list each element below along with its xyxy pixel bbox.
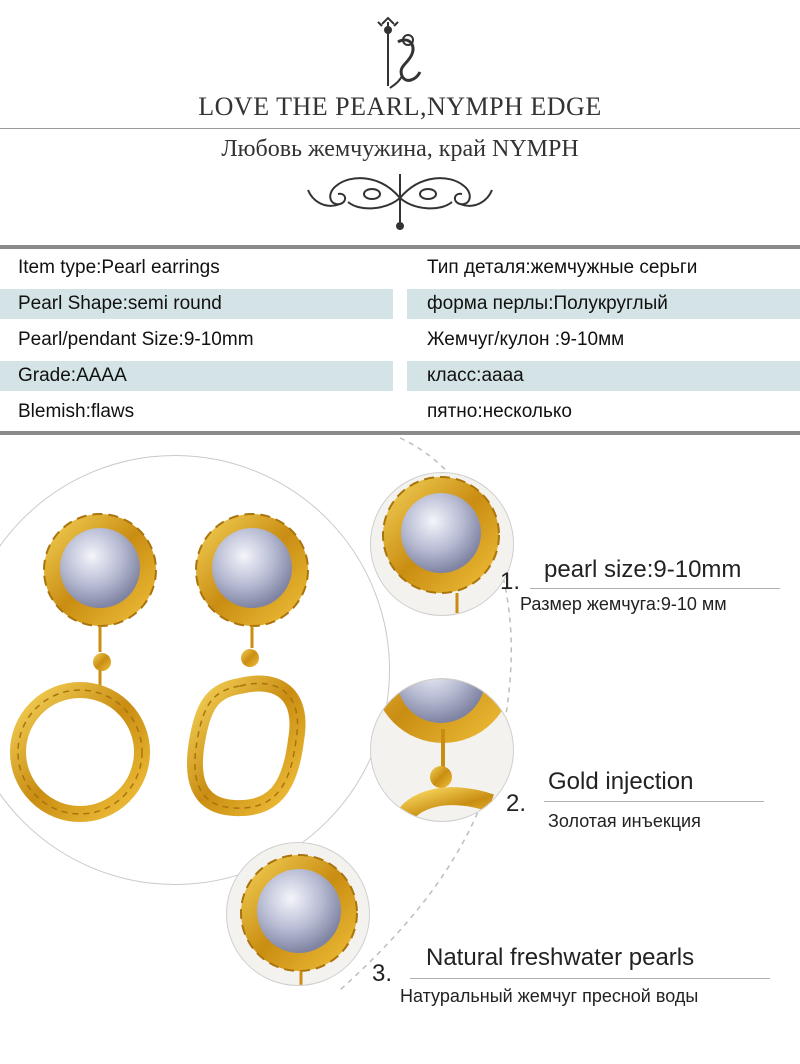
spec-table-top-rule xyxy=(0,245,800,249)
feature-divider xyxy=(544,801,764,802)
gold-closeup-icon xyxy=(373,679,513,821)
spec-cell-en: Grade:AAAA xyxy=(0,361,393,391)
feature-title: Natural freshwater pearls xyxy=(426,944,695,971)
spec-table-bottom-rule xyxy=(0,431,800,435)
detail-circle-gold xyxy=(370,678,514,822)
spec-row: Blemish:flaws пятно:несколько xyxy=(0,393,800,423)
pearl-closeup-icon xyxy=(382,476,500,613)
spec-row: Pearl/pendant Size:9-10mm Жемчуг/кулон :… xyxy=(0,321,800,351)
feature-subtitle: Натуральный жемчуг пресной воды xyxy=(400,986,699,1006)
header-divider xyxy=(0,128,800,129)
freshwater-pearl-icon xyxy=(240,854,358,985)
detail-circle-freshwater xyxy=(226,842,370,986)
detail-circle-pearl xyxy=(370,472,514,616)
feature-number: 3. xyxy=(372,960,393,987)
feature-divider xyxy=(530,588,780,589)
feature-subtitle: Размер жемчуга:9-10 мм xyxy=(520,594,727,614)
feature-title: pearl size:9-10mm xyxy=(544,556,742,583)
feature-number: 1. xyxy=(500,568,521,595)
feature-title: Gold injection xyxy=(548,768,694,795)
spec-cell-en: Pearl Shape:semi round xyxy=(0,289,393,319)
brand-title-ru: Любовь жемчужина, край NYMPH xyxy=(221,136,579,162)
spec-cell-ru: Тип деталя:жемчужные серьги xyxy=(427,257,698,278)
feature-divider xyxy=(410,978,770,979)
pearl-earrings-image xyxy=(10,513,309,822)
feature-subtitle: Золотая инъекция xyxy=(548,811,701,831)
mermaid-logo-icon xyxy=(377,16,422,89)
spec-row: Grade:AAAA класс:аааа xyxy=(0,357,800,391)
spec-cell-en: Item type:Pearl earrings xyxy=(18,257,220,278)
spec-cell-ru: пятно:несколько xyxy=(427,401,572,422)
spec-cell-en: Pearl/pendant Size:9-10mm xyxy=(18,329,254,350)
spec-cell-ru: класс:аааа xyxy=(407,361,800,391)
spec-row: Item type:Pearl earrings Тип деталя:жемч… xyxy=(0,249,800,279)
brand-title-en: LOVE THE PEARL,NYMPH EDGE xyxy=(198,92,602,121)
spec-cell-ru: форма перлы:Полукруглый xyxy=(407,289,800,319)
spec-cell-en: Blemish:flaws xyxy=(18,401,135,422)
spec-cell-ru: Жемчуг/кулон :9-10мм xyxy=(427,329,625,350)
spec-row: Pearl Shape:semi round форма перлы:Полук… xyxy=(0,285,800,319)
scroll-ornament-icon xyxy=(307,174,493,230)
feature-number: 2. xyxy=(506,790,527,817)
